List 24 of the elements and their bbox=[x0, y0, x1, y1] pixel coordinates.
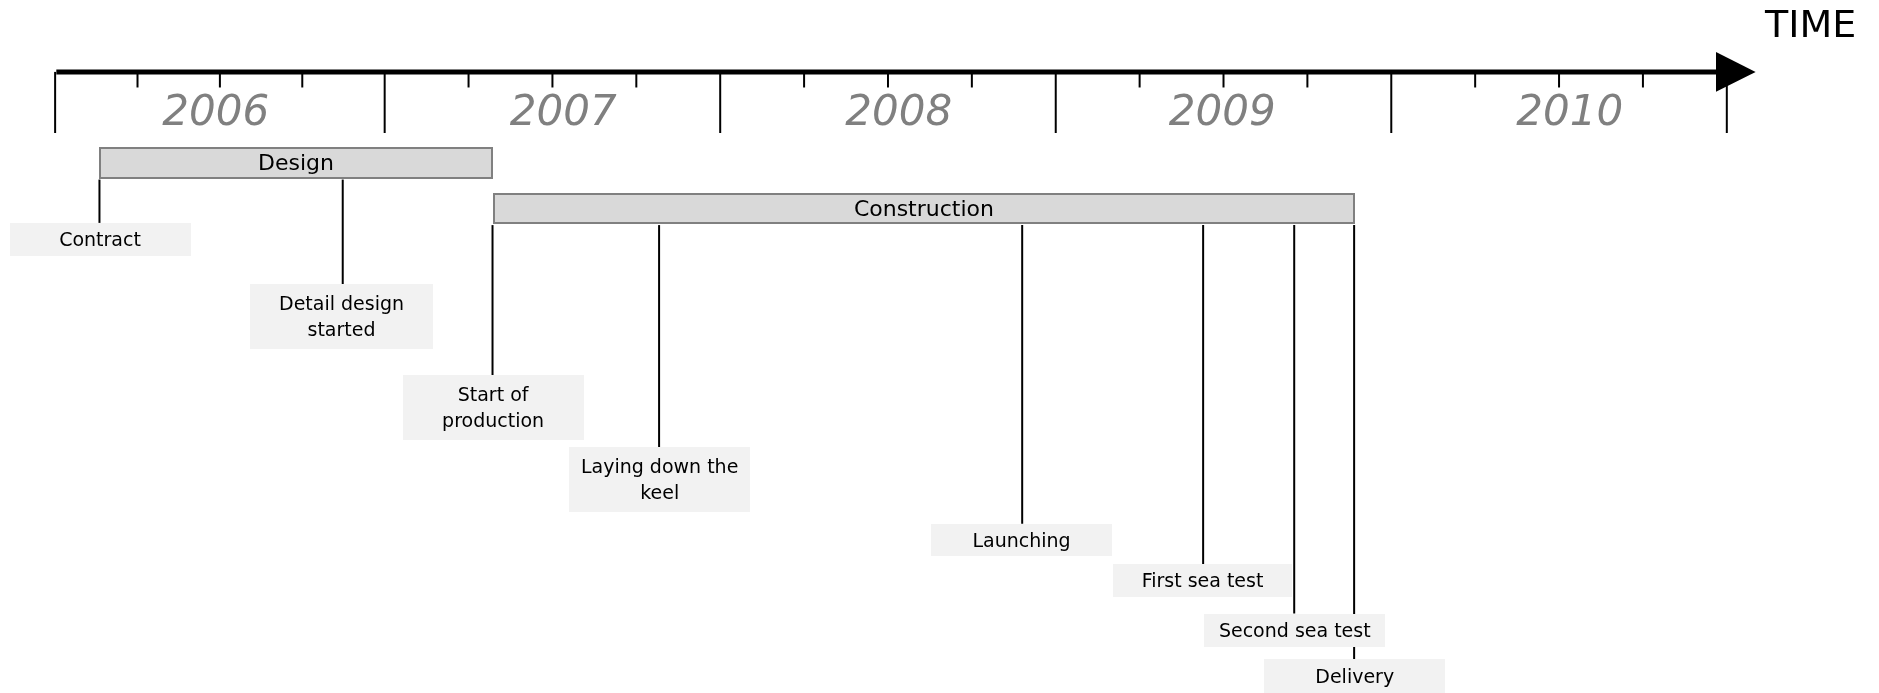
milestone-label: Launching bbox=[931, 523, 1113, 556]
leader-line bbox=[491, 224, 494, 377]
milestone-label: Contract bbox=[9, 222, 191, 257]
year-label: 2007 bbox=[509, 86, 617, 136]
year-label: 2008 bbox=[845, 86, 953, 136]
milestone-label: Detail design started bbox=[250, 284, 433, 349]
phase-bar: Construction bbox=[492, 192, 1356, 225]
year-label: 2009 bbox=[1168, 86, 1276, 136]
phase-bar: Design bbox=[99, 147, 493, 179]
milestone-label: First sea test bbox=[1113, 564, 1292, 597]
leader-line bbox=[98, 178, 101, 224]
milestone-label: Laying down the keel bbox=[569, 446, 751, 512]
leader-line bbox=[1353, 224, 1356, 661]
axis-title: TIME bbox=[1765, 2, 1857, 47]
leader-line bbox=[1293, 224, 1296, 615]
leader-line bbox=[1021, 224, 1024, 525]
year-label: 2006 bbox=[162, 86, 270, 136]
milestone-label: Second sea test bbox=[1204, 613, 1386, 648]
milestone-label: Start of production bbox=[402, 375, 584, 440]
year-label: 2010 bbox=[1516, 86, 1624, 136]
leader-line bbox=[658, 224, 661, 448]
milestone-label: Delivery bbox=[1264, 659, 1446, 693]
leader-line bbox=[341, 178, 344, 285]
leader-line bbox=[1202, 224, 1205, 566]
